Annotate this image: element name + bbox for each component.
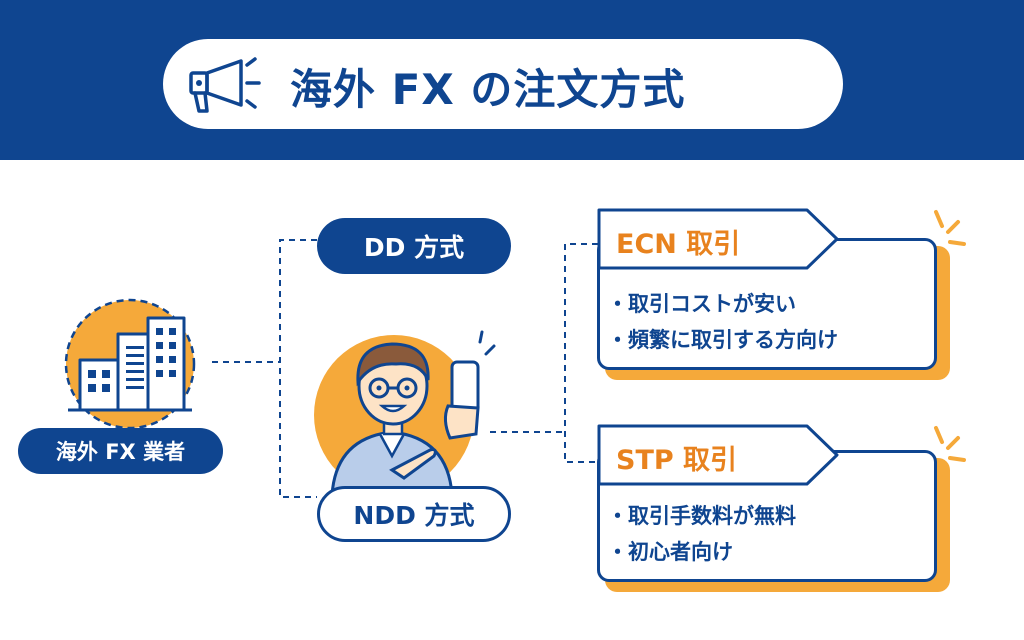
stp-point: 初心者向け (607, 534, 796, 570)
dd-method-label: DD 方式 (317, 218, 511, 274)
person-with-phone-illustration (314, 330, 496, 495)
ecn-title: ECN 取引 (616, 229, 741, 260)
company-building-icon (64, 298, 196, 428)
title-pill (163, 39, 843, 129)
page-title: 海外 FX の注文方式 (290, 65, 686, 114)
ecn-point: 頻繁に取引する方向け (607, 322, 838, 358)
stp-sparkle-icon (934, 426, 966, 462)
ecn-title-tab (597, 208, 839, 270)
ndd-method-label: NDD 方式 (317, 486, 511, 542)
ecn-sparkle-icon (934, 210, 966, 246)
stp-title-tab (597, 424, 839, 486)
ecn-point: 取引コストが安い (607, 286, 838, 322)
megaphone-icon (189, 57, 261, 113)
stp-title: STP 取引 (616, 445, 738, 476)
company-label: 海外 FX 業者 (18, 428, 223, 474)
ecn-point-list: 取引コストが安い 頻繁に取引する方向け (607, 286, 838, 358)
stp-point-list: 取引手数料が無料 初心者向け (607, 498, 796, 570)
stp-point: 取引手数料が無料 (607, 498, 796, 534)
